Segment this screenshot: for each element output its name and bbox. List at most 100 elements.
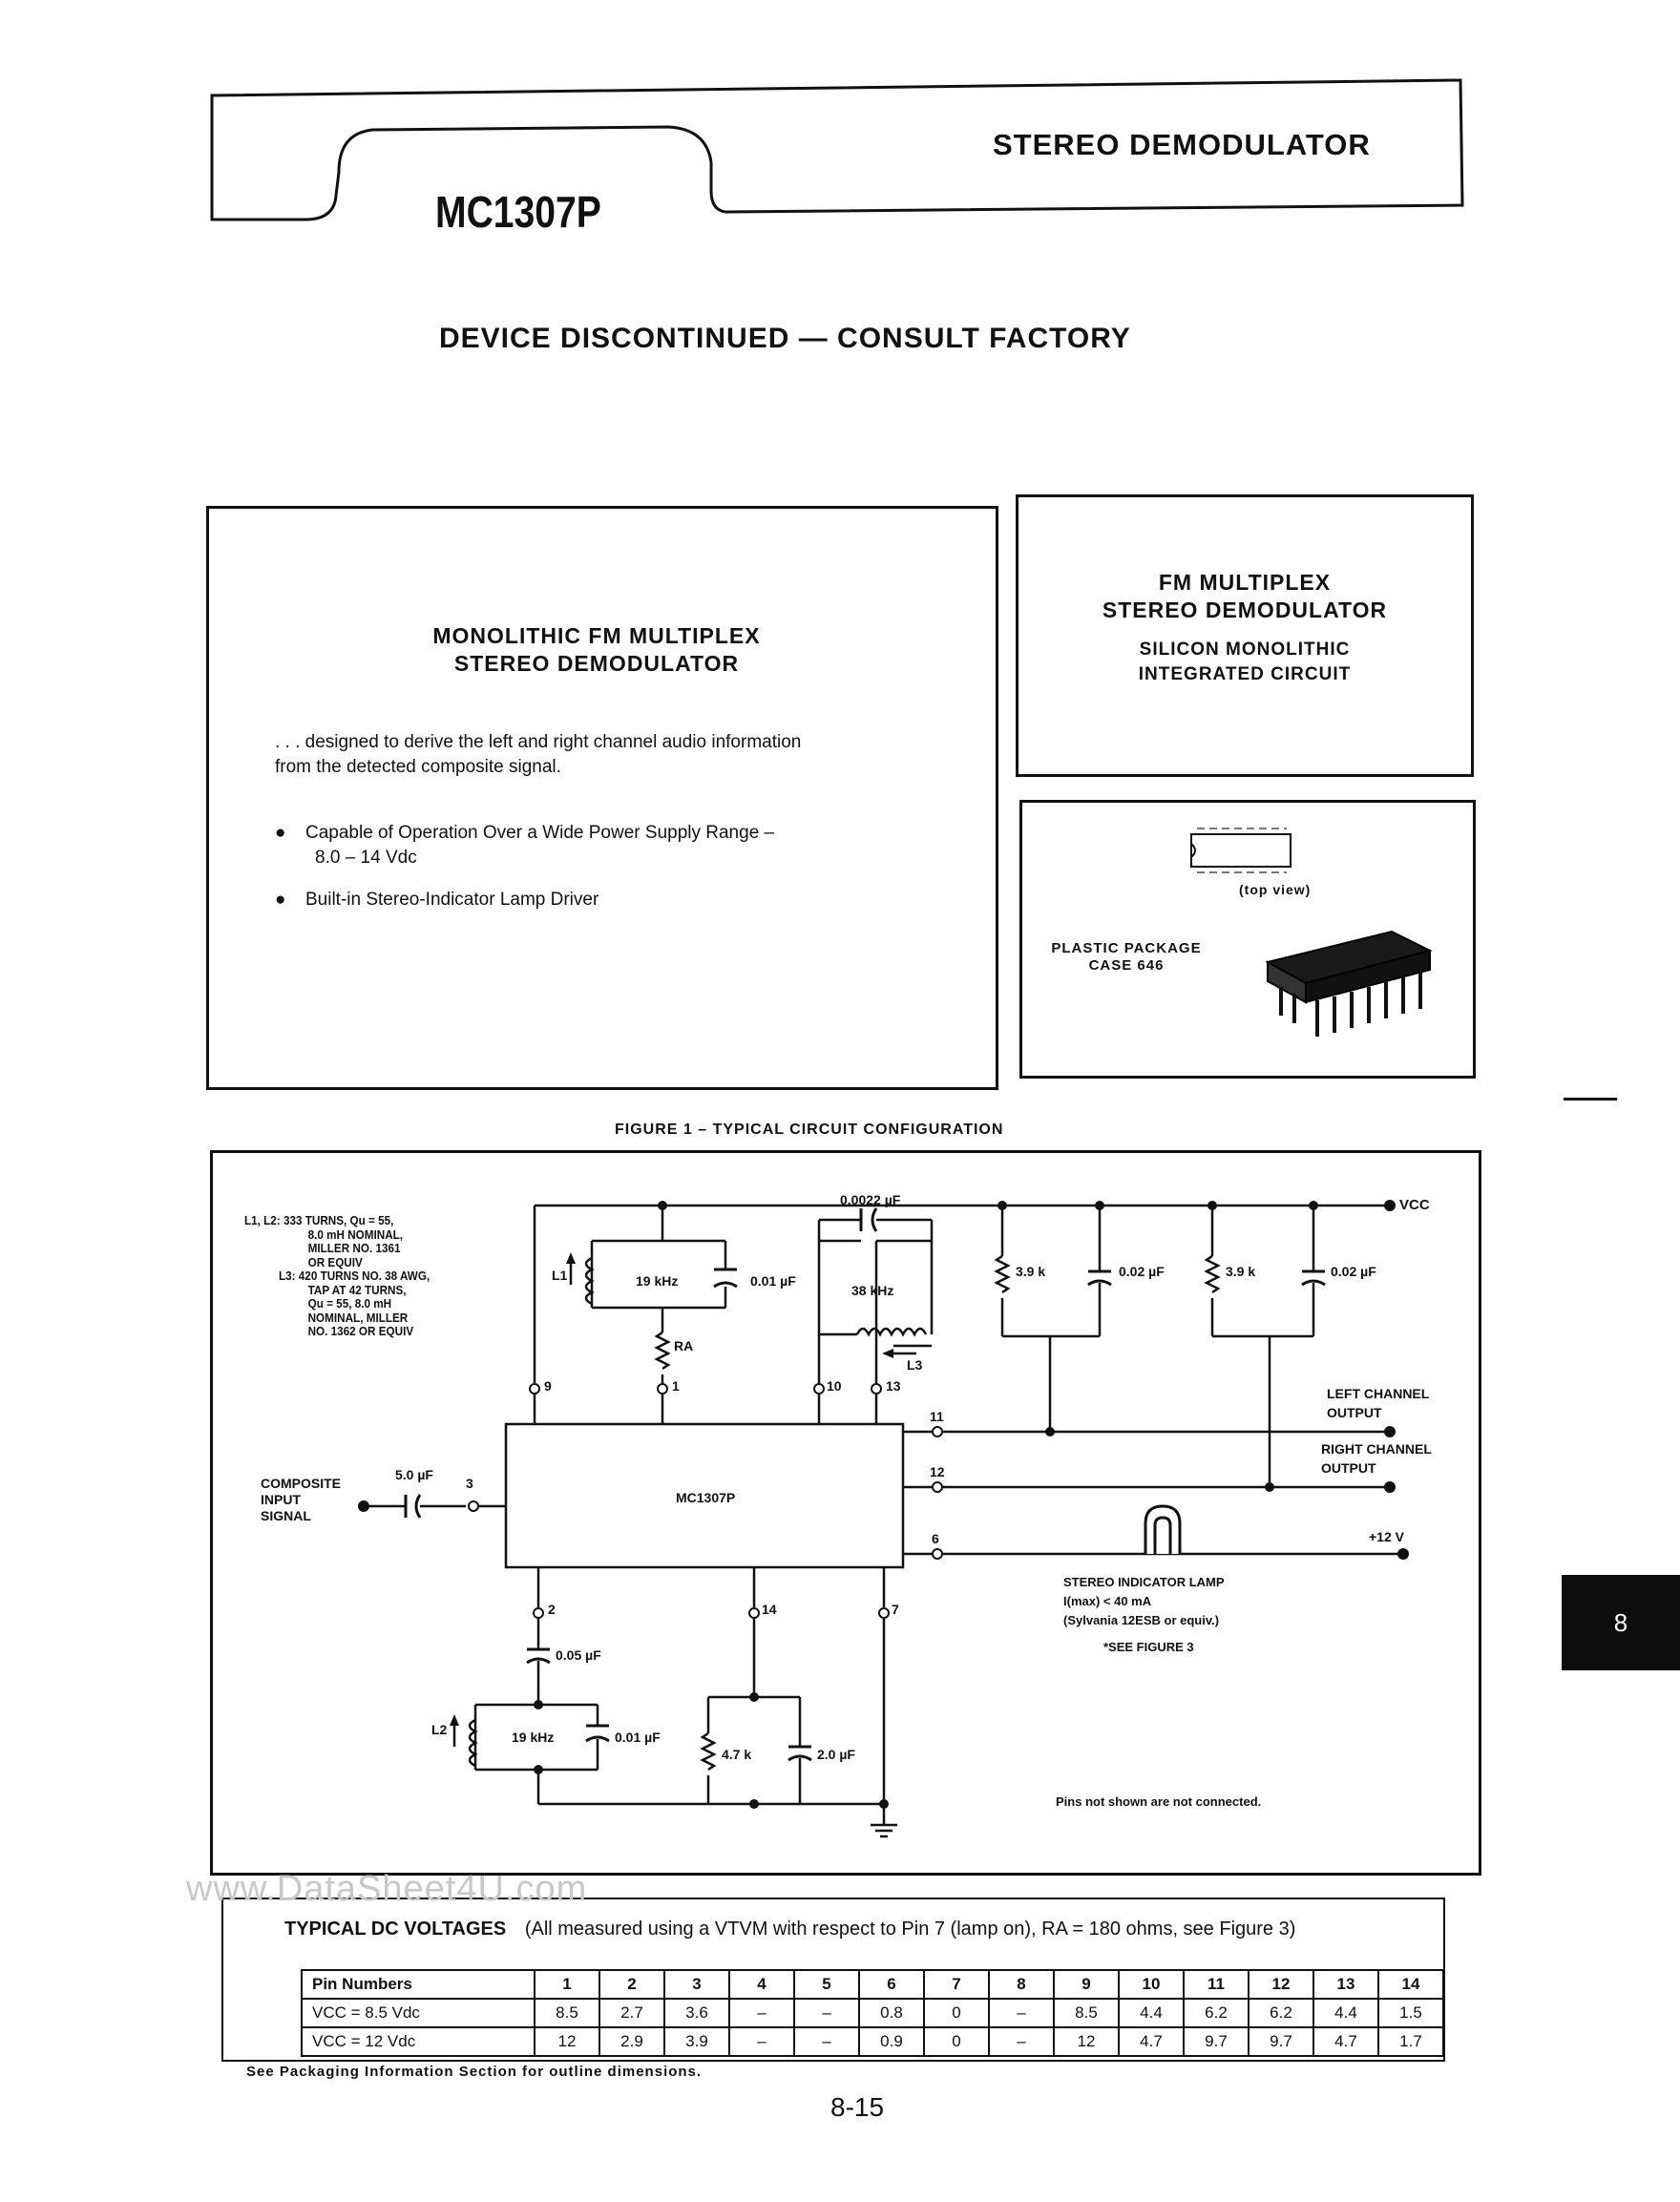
cap-005-label: 0.05 µF [556, 1647, 601, 1663]
table-row-label: VCC = 8.5 Vdc [301, 1998, 536, 2028]
table-cell: 12 [1053, 2026, 1120, 2057]
bullet-dot-icon: ● [275, 890, 286, 910]
input-label-line: COMPOSITE [261, 1476, 342, 1491]
dc-voltages-title: TYPICAL DC VOLTAGES [284, 1919, 507, 1940]
resistor-39k-left-icon [994, 1254, 1011, 1294]
circuit-frame [210, 1150, 1481, 1876]
pins-note: Pins not shown are not connected. [1056, 1794, 1262, 1809]
device-box [1016, 494, 1474, 777]
lamp-line: STEREO INDICATOR LAMP [1063, 1575, 1225, 1589]
input-label: COMPOSITE INPUT SIGNAL [261, 1476, 341, 1524]
vcc-terminal-icon [1384, 1200, 1396, 1211]
table-header-cell: 3 [663, 1969, 730, 2000]
device-title: FM MULTIPLEX STEREO DEMODULATOR [1016, 569, 1474, 624]
device-line1: FM MULTIPLEX [1158, 570, 1332, 595]
table-header-cell: 12 [1248, 1969, 1314, 2000]
description-heading-line2: STEREO DEMODULATOR [453, 651, 740, 676]
table-header-label: Pin Numbers [301, 1969, 536, 2000]
table-header-cell: 7 [923, 1969, 990, 2000]
table-cell: 6.2 [1183, 1998, 1250, 2028]
ground-icon [871, 1823, 897, 1838]
l1-label: L1 [552, 1268, 568, 1283]
dc-voltages-subtitle: (All measured using a VTVM with respect … [524, 1919, 1296, 1940]
lamp-notes: STEREO INDICATOR LAMP I(max) < 40 mA (Sy… [1063, 1573, 1225, 1657]
figure-caption: FIGURE 1 – TYPICAL CIRCUIT CONFIGURATION [615, 1122, 1004, 1138]
cap-0022-icon [859, 1207, 878, 1232]
device-line2: STEREO DEMODULATOR [1102, 598, 1388, 622]
top-view-label: (top view) [1239, 882, 1312, 897]
cap-002-left-label: 0.02 µF [1119, 1264, 1165, 1279]
l3-tap-arrow-icon [882, 1349, 893, 1358]
table-cell: 4.7 [1118, 2026, 1185, 2057]
table-cell: – [988, 2026, 1055, 2057]
coil-notes: L1, L2: 333 TURNS, Qu = 55, 8.0 mH NOMIN… [244, 1213, 430, 1339]
table-row: Pin Numbers 1 2 3 4 5 6 7 8 9 10 11 12 1… [301, 1969, 1444, 2000]
package-top-view-icon [1190, 828, 1292, 873]
table-cell: 4.4 [1312, 1998, 1379, 2028]
ic-label: MC1307P [676, 1490, 736, 1505]
cap-001-top-icon [713, 1268, 738, 1289]
table-header-cell: 9 [1053, 1969, 1120, 2000]
res-47k-label: 4.7 k [722, 1747, 752, 1762]
header-title: STEREO DEMODULATOR [993, 128, 1371, 161]
coil-note-line: 8.0 mH NOMINAL, [307, 1227, 404, 1242]
package-label: PLASTIC PACKAGE CASE 646 [1031, 940, 1222, 975]
feature-text-cont: 8.0 – 14 Vdc [315, 848, 417, 868]
table-cell: 6.2 [1248, 1998, 1314, 2028]
table-row-label: VCC = 12 Vdc [301, 2026, 536, 2057]
coil-note-line: NO. 1362 OR EQUIV [307, 1324, 414, 1338]
feature-bullet: ● Built-in Stereo-Indicator Lamp Driver [275, 888, 774, 912]
l1-coil-icon [584, 1256, 595, 1306]
l2-adjust-arrow-icon [450, 1714, 459, 1726]
pin-6-label: 6 [932, 1531, 939, 1546]
coil-note-line: Qu = 55, 8.0 mH [307, 1296, 392, 1311]
margin-rule [1564, 1098, 1617, 1101]
table-header-cell: 14 [1377, 1969, 1444, 2000]
coil-note-line: MILLER NO. 1361 [307, 1241, 401, 1255]
discontinued-notice: DEVICE DISCONTINUED — CONSULT FACTORY [439, 323, 1131, 354]
plus12-label: +12 V [1369, 1529, 1404, 1544]
input-terminal-icon [358, 1500, 369, 1512]
right-output-terminal-icon [1384, 1481, 1396, 1493]
table-header-cell: 4 [728, 1969, 795, 2000]
table-cell: 0.8 [858, 1998, 925, 2028]
table-cell: – [793, 2026, 860, 2057]
description-heading: MONOLITHIC FM MULTIPLEX STEREO DEMODULAT… [315, 622, 878, 678]
intro-line1: . . . designed to derive the left and ri… [275, 732, 802, 752]
table-header-cell: 6 [858, 1969, 925, 2000]
pin-7-label: 7 [892, 1602, 899, 1617]
table-cell: 2.9 [598, 2026, 665, 2057]
package-line2: CASE 646 [1088, 957, 1165, 974]
dip-package-icon [1265, 930, 1433, 1037]
dc-voltages-table: Pin Numbers 1 2 3 4 5 6 7 8 9 10 11 12 1… [301, 1969, 1444, 2057]
feature-bullet: ● Capable of Operation Over a Wide Power… [275, 821, 774, 870]
table-cell: 0.9 [858, 2026, 925, 2057]
pin-3-label: 3 [466, 1476, 473, 1491]
vcc-label: VCC [1399, 1197, 1430, 1213]
pin-12-label: 12 [930, 1464, 945, 1479]
cap-001-bottom-label: 0.01 µF [615, 1730, 661, 1745]
table-cell: 0 [923, 2026, 990, 2057]
table-cell: 0 [923, 1998, 990, 2028]
package-line1: PLASTIC PACKAGE [1051, 940, 1202, 956]
cap-20-label: 2.0 µF [817, 1747, 855, 1762]
section-tab: 8 [1562, 1575, 1680, 1670]
pin-10-label: 10 [827, 1378, 842, 1394]
coil-note-line: OR EQUIV [307, 1254, 363, 1269]
cap-001-bottom-icon [585, 1724, 610, 1743]
table-cell: 8.5 [534, 1998, 600, 2028]
ra-label: RA [674, 1338, 694, 1353]
lamp-line: *SEE FIGURE 3 [1103, 1640, 1194, 1654]
table-header-cell: 13 [1312, 1969, 1379, 2000]
left-output-line: OUTPUT [1327, 1405, 1382, 1420]
coil-note-line: L3: 420 TURNS NO. 38 AWG, [279, 1269, 430, 1283]
lamp-line: (Sylvania 12ESB or equiv.) [1063, 1613, 1220, 1627]
table-cell: 12 [534, 2026, 600, 2057]
cap-input-icon [404, 1494, 422, 1519]
table-cell: – [728, 2026, 795, 2057]
watermark: www.DataSheet4U.com [186, 1869, 588, 1909]
coil-note-line: L1, L2: 333 TURNS, Qu = 55, [244, 1213, 394, 1227]
cap-0022-label: 0.0022 µF [840, 1192, 901, 1207]
res-39k-left-label: 3.9 k [1016, 1264, 1046, 1279]
cap-005-icon [526, 1647, 551, 1665]
